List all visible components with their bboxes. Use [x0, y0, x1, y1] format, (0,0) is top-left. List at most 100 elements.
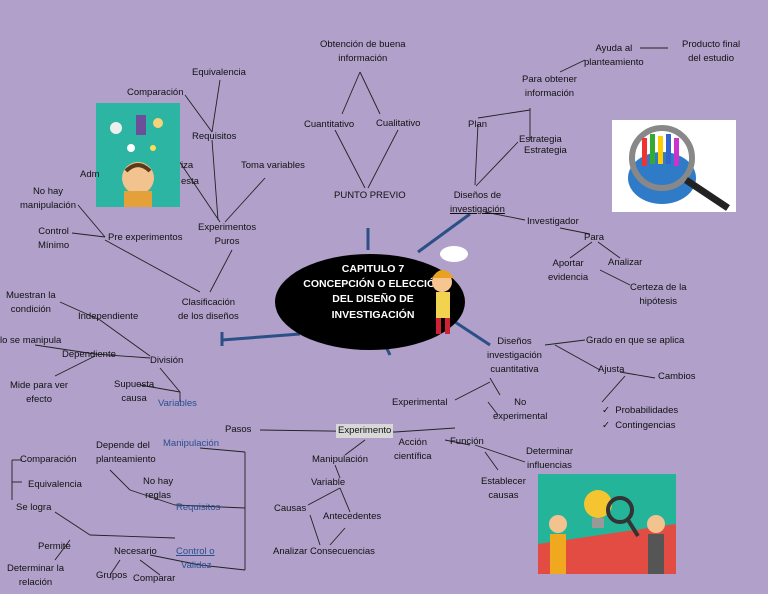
node-certeza-line1: Certeza de la	[630, 282, 687, 293]
node-determinar-inf-line2: influencias	[527, 459, 572, 471]
node-equivalencia-bl: Equivalencia	[28, 479, 82, 490]
node-para: Para	[584, 232, 605, 243]
node-mide-line1: Mide para ver	[10, 380, 69, 391]
node-probabilidades-label: Probabilidades	[615, 405, 679, 416]
node-certeza: Certeza de la hipótesis	[630, 281, 687, 309]
check-icon: ✓	[602, 405, 610, 416]
node-muestran-line1: Muestran la	[6, 290, 56, 301]
node-adm: Adm	[80, 169, 100, 180]
node-control-blue-line1: Control o	[176, 546, 215, 557]
node-ayuda-line1: Ayuda al	[595, 43, 633, 54]
node-control-minimo: Control Mínimo	[38, 225, 69, 253]
node-experimento: Experimento	[336, 424, 394, 438]
magnifier-globe-icon	[612, 120, 736, 212]
node-manipulacion-mid: Manipulación	[312, 454, 368, 465]
node-cualitativo: Cualitativo	[376, 118, 421, 129]
node-comparar: Comparar	[133, 573, 176, 584]
node-no-hay-reglas: No hay reglas	[143, 475, 173, 503]
node-obtencion-line2: información	[338, 52, 388, 64]
node-necesario: Necesario	[114, 546, 157, 557]
node-no-hay-reglas-line2: reglas	[145, 489, 171, 501]
node-producto-line1: Producto final	[682, 39, 741, 50]
check-icon: ✓	[602, 420, 610, 431]
node-no-experimental: No experimental	[493, 396, 547, 424]
node-analizar: Analizar	[608, 257, 643, 268]
node-aportar-line2: evidencia	[548, 271, 589, 283]
node-independiente: Independiente	[78, 311, 139, 322]
node-probabilidades: ✓ Probabilidades	[602, 404, 678, 418]
node-antecedentes: Antecedentes	[323, 511, 382, 522]
node-dependiente: Dependiente	[62, 349, 116, 360]
center-title: CAPITULO 7 CONCEPCIÓN O ELECCIÓN DEL DIS…	[288, 262, 458, 323]
node-estrategia-line2: Estrategia	[524, 145, 567, 157]
node-producto-line2: del estudio	[688, 52, 735, 64]
node-division: División	[150, 355, 184, 366]
node-variables: Variables	[158, 398, 197, 409]
node-aportar-evidencia: Aportar evidencia	[548, 257, 588, 285]
node-mide-line2: efecto	[26, 393, 52, 405]
node-disenos-investigacion: Diseños de investigación	[450, 189, 505, 217]
node-mide: Mide para ver efecto	[10, 379, 68, 407]
node-se-logra: Se logra	[16, 502, 52, 513]
node-depende-line2: planteamiento	[96, 453, 156, 465]
node-iza: iza	[181, 160, 194, 171]
center-line-2: CONCEPCIÓN O ELECCIÓN	[303, 278, 443, 291]
node-grado: Grado en que se aplica	[586, 335, 685, 346]
node-variable: Variable	[311, 477, 346, 488]
node-clasificacion-line1: Clasificación	[181, 297, 236, 308]
node-esta: esta	[181, 176, 199, 187]
node-determinar-rel-line2: relación	[18, 576, 53, 588]
node-pre-experimentos: Pre experimentos	[108, 232, 183, 243]
node-supuesta-line2: causa	[121, 392, 147, 404]
center-line-3: DEL DISEÑO DE	[332, 293, 414, 306]
node-determinar-relacion: Determinar la relación	[7, 562, 64, 590]
node-disenos-cuant-line3: cuantitativa	[490, 363, 539, 375]
node-ayuda-line2: planteamiento	[584, 56, 644, 68]
node-comparacion-top: Comparación	[127, 87, 184, 98]
node-requisitos-top: Requisitos	[192, 131, 237, 142]
center-node	[275, 254, 465, 350]
node-obtencion-line1: Obtención de buena	[320, 39, 406, 50]
node-experimentos-puros: Experimentos Puros	[198, 221, 256, 249]
node-aportar-line1: Aportar	[552, 258, 584, 269]
node-contingencias: ✓ Contingencias	[602, 419, 675, 433]
node-cuantitativo: Cuantitativo	[304, 119, 355, 130]
node-supuesta-causa: Supuesta causa	[114, 378, 154, 406]
node-control-line1: Control	[38, 226, 69, 237]
node-no-exp-line2: experimental	[493, 410, 548, 422]
node-muestran: Muestran la condición	[6, 289, 56, 317]
node-clasificacion-line2: de los diseños	[178, 310, 239, 322]
node-causas: Causas	[274, 503, 307, 514]
node-depende: Depende del planteamiento	[96, 439, 156, 467]
node-ayuda: Ayuda al planteamiento	[584, 42, 644, 70]
node-supuesta-line1: Supuesta	[114, 379, 155, 390]
node-no-hay-line1: No hay	[32, 186, 64, 197]
node-disenos-line2: investigación	[450, 203, 505, 215]
node-determinar-influencias: Determinar influencias	[526, 445, 573, 473]
node-toma-variables: Toma variables	[241, 160, 305, 171]
node-estrategia-line1: Estrategia	[519, 134, 562, 145]
node-para-obtener-line1: Para obtener	[522, 74, 577, 85]
center-line-4: INVESTIGACIÓN	[331, 308, 415, 321]
node-requisitos-blue: Requisitos	[176, 502, 221, 513]
node-experimental: Experimental	[392, 397, 448, 408]
node-no-hay-line2: manipulación	[20, 199, 76, 211]
node-establecer-causas: Establecer causas	[481, 475, 526, 503]
node-investigador: Investigador	[527, 216, 579, 227]
node-permite: Permite	[38, 541, 71, 552]
node-obtencion: Obtención de buena información	[320, 38, 406, 66]
node-comparacion-bl: Comparación	[20, 454, 77, 465]
node-funcion: Función	[450, 436, 484, 447]
node-accion-line2: científica	[394, 450, 432, 462]
node-control-validez: Control o Validez	[176, 545, 215, 573]
node-establecer-line2: causas	[488, 489, 519, 501]
node-contingencias-label: Contingencias	[615, 420, 676, 431]
node-determinar-inf-line1: Determinar	[526, 446, 573, 457]
lightbulb-people-icon	[538, 474, 676, 574]
node-disenos-cuantitativa: Diseños investigación cuantitativa	[487, 335, 542, 376]
node-para-obtener: Para obtener información	[522, 73, 577, 101]
node-plan: Plan	[468, 119, 488, 130]
node-para-obtener-line2: información	[524, 87, 575, 99]
